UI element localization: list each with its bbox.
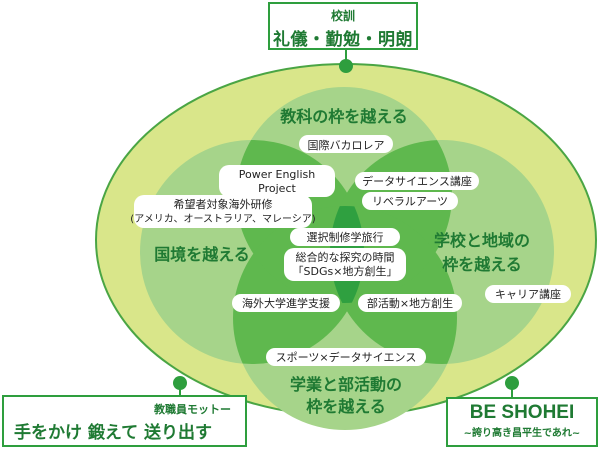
connector-dot-top <box>339 59 353 73</box>
tag-sports-data-text: スポーツ×データサイエンス <box>276 350 417 364</box>
tag-overseas-university: 海外大学進学支援 <box>232 294 340 312</box>
tag-ib-text: 国際バカロレア <box>308 139 385 152</box>
circle-label-club-1: 学業と部活動の <box>290 375 402 394</box>
connector-dot-right <box>505 376 519 390</box>
staff-motto-text: 手をかけ 鍛えて 送り出す <box>14 423 212 443</box>
tag-liberal-arts: リベラルアーツ <box>362 192 458 210</box>
tag-overseas-training: 希望者対象海外研修 (アメリカ、オーストラリア、マレーシア) <box>130 195 316 228</box>
slogan-subtext: ~誇り高き昌平生であれ~ <box>463 428 581 439</box>
circle-label-community-2: 枠を越える <box>442 255 522 274</box>
tag-sports-data: スポーツ×データサイエンス <box>266 348 426 366</box>
tag-power-english: Power English Project <box>219 165 335 197</box>
school-motto-box: 校訓 礼儀・勤勉・明朗 <box>268 2 418 50</box>
circle-label-subjects: 教科の枠を越える <box>280 107 408 126</box>
tag-power-english-text-2: Project <box>258 182 296 195</box>
tag-overseas-university-text: 海外大学進学支援 <box>242 296 330 310</box>
tag-data-science-course-text: データサイエンス講座 <box>362 174 472 188</box>
tag-inquiry-text-1: 総合的な探究の時間 <box>296 250 395 264</box>
staff-motto-box: 教職員モットー 手をかけ 鍛えて 送り出す <box>2 395 247 447</box>
tag-power-english-text-1: Power English <box>239 168 316 181</box>
tag-club-regional-text: 部活動×地方創生 <box>367 296 453 310</box>
school-motto-label: 校訓 <box>330 9 355 23</box>
tag-study-trip-text: 選択制修学旅行 <box>307 230 384 244</box>
tag-data-science-course: データサイエンス講座 <box>355 172 479 190</box>
slogan-text: BE SHOHEI <box>469 402 575 423</box>
tag-career-course: キャリア講座 <box>485 285 571 303</box>
circle-label-club-2: 枠を越える <box>306 397 386 416</box>
school-motto-text: 礼儀・勤勉・明朗 <box>273 30 413 50</box>
circle-label-borders: 国境を越える <box>154 245 250 264</box>
tag-liberal-arts-text: リベラルアーツ <box>372 195 448 208</box>
tag-inquiry: 総合的な探究の時間 「SDGs×地方創生」 <box>284 248 406 281</box>
circle-label-community-1: 学校と地域の <box>434 231 530 250</box>
staff-motto-label: 教職員モットー <box>154 403 231 416</box>
tag-study-trip: 選択制修学旅行 <box>290 228 400 246</box>
tag-inquiry-text-2: 「SDGs×地方創生」 <box>293 264 398 278</box>
tag-overseas-training-text-1: 希望者対象海外研修 <box>174 197 273 211</box>
tag-overseas-training-text-2: (アメリカ、オーストラリア、マレーシア) <box>130 213 316 225</box>
slogan-box: BE SHOHEI ~誇り高き昌平生であれ~ <box>446 397 598 447</box>
tag-ib: 国際バカロレア <box>299 135 393 153</box>
tag-club-regional: 部活動×地方創生 <box>358 294 462 312</box>
connector-dot-left <box>173 376 187 390</box>
tag-career-course-text: キャリア講座 <box>495 287 561 301</box>
